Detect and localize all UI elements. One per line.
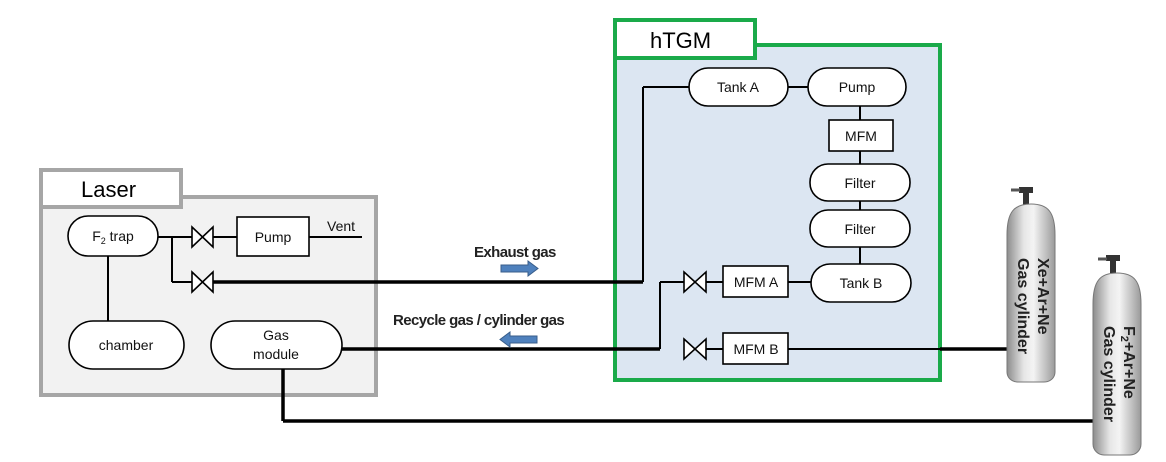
f2-cylinder-valve-icon <box>1106 255 1120 273</box>
laser-title: Laser <box>81 177 136 202</box>
htgm-piping <box>642 86 940 350</box>
xe-gas-cylinder: Xe+Ar+Ne Gas cylinder <box>1006 187 1056 383</box>
laser-piping <box>107 236 362 321</box>
htgm-group: hTGM Tank A Pump MFM Filter <box>613 18 942 382</box>
gas-module-label-line1: Gas <box>263 327 289 343</box>
valve-vent <box>191 225 214 249</box>
f2-trap-label: F2 trap <box>92 228 134 246</box>
laser-title-tab <box>39 168 183 209</box>
chamber-label: chamber <box>99 337 154 353</box>
laser-group: Laser F2 trap Pump Vent chamber Gas modu… <box>39 168 378 397</box>
recycle-arrow-icon <box>499 331 538 348</box>
xe-cylinder-label: Gas cylinder <box>1014 258 1031 354</box>
laser-pump-label: Pump <box>255 229 292 245</box>
chamber-box <box>68 320 185 370</box>
exhaust-gas-label: Exhaust gas <box>474 244 556 261</box>
xe-cylinder-valve-icon <box>1019 187 1033 205</box>
mfm-a-box <box>722 265 789 298</box>
mfm-b-box <box>722 332 789 365</box>
filter-2-label: Filter <box>844 221 875 237</box>
filter-2-box <box>809 209 911 248</box>
tank-a-box <box>688 67 789 107</box>
exhaust-arrow-icon <box>500 260 539 277</box>
filter-1-box <box>809 163 911 202</box>
tank-b-label: Tank B <box>840 275 883 291</box>
tank-b-box <box>810 263 912 303</box>
vent-label: Vent <box>327 218 355 234</box>
tank-a-label: Tank A <box>717 79 760 95</box>
gas-module-label-line2: module <box>253 346 299 362</box>
f2-cylinder-mix: F2+Ar+Ne <box>1118 326 1137 399</box>
htgm-title-tab <box>613 18 757 60</box>
mfm-box <box>828 119 894 152</box>
gas-module-box <box>210 320 343 370</box>
filter-1-label: Filter <box>844 175 875 191</box>
xe-cylinder-mix: Xe+Ar+Ne <box>1034 258 1051 335</box>
valve-mfm-b <box>683 337 707 361</box>
mfm-label: MFM <box>845 128 877 144</box>
external-piping <box>213 280 1095 423</box>
f2-gas-cylinder: F2+Ar+Ne Gas cylinder <box>1092 255 1142 456</box>
htgm-pump-box <box>807 67 907 107</box>
htgm-pump-label: Pump <box>839 79 876 95</box>
mfm-a-label: MFM A <box>734 274 779 290</box>
f2-cylinder-label: Gas cylinder <box>1100 326 1117 422</box>
valve-exhaust <box>191 270 214 294</box>
mfm-b-label: MFM B <box>733 341 778 357</box>
valve-mfm-a <box>683 270 707 294</box>
recycle-gas-label: Recycle gas / cylinder gas <box>393 312 564 329</box>
htgm-title: hTGM <box>650 28 711 53</box>
